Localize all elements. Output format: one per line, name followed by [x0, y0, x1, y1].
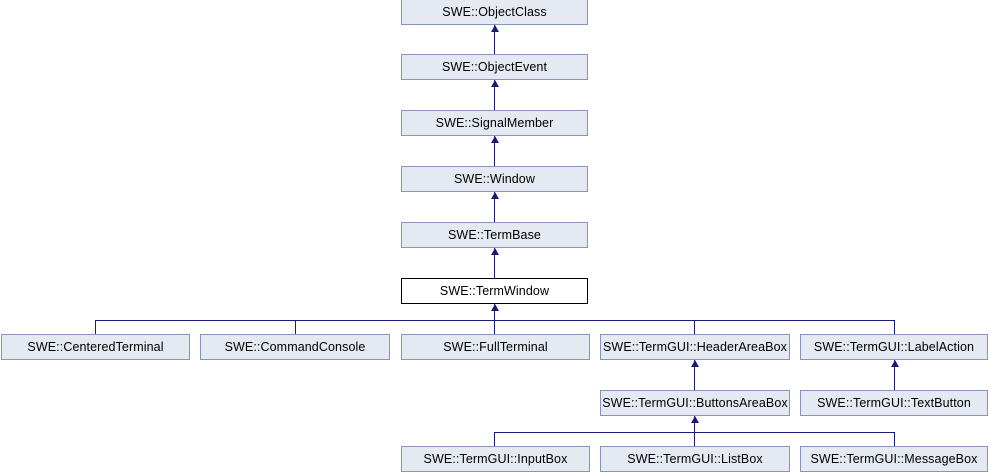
class-node-label: SWE::Window	[454, 171, 535, 186]
class-node-textbutton[interactable]: SWE::TermGUI::TextButton	[800, 390, 988, 416]
edge-drop-inputbox	[494, 432, 495, 446]
edge-bus-stem-termwindow	[494, 304, 495, 320]
arrowhead-labelaction	[891, 360, 899, 367]
edge-textbutton-to-labelaction	[894, 360, 895, 390]
class-node-label: SWE::TermGUI::TextButton	[817, 395, 971, 410]
class-node-centeredterminal[interactable]: SWE::CenteredTerminal	[1, 334, 190, 360]
arrowhead-objectclass	[491, 25, 499, 32]
class-node-label: SWE::TermGUI::HeaderAreaBox	[602, 339, 787, 354]
class-node-label: SWE::SignalMember	[435, 115, 554, 130]
class-node-objectevent[interactable]: SWE::ObjectEvent	[401, 54, 588, 80]
edge-termbase-to-window	[494, 192, 495, 222]
class-node-termwindow-current[interactable]: SWE::TermWindow	[401, 278, 588, 304]
edge-buttonsareabox-to-headerareabox	[694, 360, 695, 390]
class-node-labelaction[interactable]: SWE::TermGUI::LabelAction	[800, 334, 988, 360]
class-node-termbase[interactable]: SWE::TermBase	[401, 222, 588, 248]
class-node-label: SWE::ObjectEvent	[441, 59, 548, 74]
edge-signalmember-to-objectevent	[494, 80, 495, 110]
edge-objectevent-to-objectclass	[494, 25, 495, 54]
class-node-label: SWE::ObjectClass	[442, 4, 547, 19]
class-node-label: SWE::TermGUI::InputBox	[423, 451, 568, 466]
arrowhead-window	[491, 192, 499, 199]
class-node-objectclass[interactable]: SWE::ObjectClass	[401, 0, 588, 25]
class-node-label: SWE::TermBase	[448, 227, 541, 242]
class-node-signalmember[interactable]: SWE::SignalMember	[401, 110, 588, 136]
arrowhead-headerareabox	[691, 360, 699, 367]
class-node-label: SWE::TermWindow	[439, 283, 550, 298]
edge-drop-commandconsole	[295, 320, 296, 334]
edge-bus-termwindow-children	[95, 320, 895, 321]
edge-drop-headerareabox	[694, 320, 695, 334]
arrowhead-buttonsareabox	[691, 416, 699, 423]
arrowhead-termwindow	[491, 304, 499, 311]
class-node-headerareabox[interactable]: SWE::TermGUI::HeaderAreaBox	[600, 334, 790, 360]
edge-drop-listbox	[694, 432, 695, 446]
edge-bus-stem-buttonsareabox	[694, 416, 695, 432]
class-node-buttonsareabox[interactable]: SWE::TermGUI::ButtonsAreaBox	[600, 390, 790, 416]
edge-window-to-signalmember	[494, 136, 495, 166]
class-node-commandconsole[interactable]: SWE::CommandConsole	[200, 334, 390, 360]
class-node-listbox[interactable]: SWE::TermGUI::ListBox	[600, 446, 790, 472]
arrowhead-objectevent	[491, 80, 499, 87]
edge-termwindow-to-termbase	[494, 248, 495, 278]
class-node-label: SWE::TermGUI::ListBox	[627, 451, 763, 466]
edge-drop-messagebox	[894, 432, 895, 446]
class-node-label: SWE::CommandConsole	[224, 339, 366, 354]
arrowhead-signalmember	[491, 136, 499, 143]
class-node-label: SWE::TermGUI::LabelAction	[813, 339, 975, 354]
class-node-label: SWE::TermGUI::MessageBox	[810, 451, 978, 466]
class-node-messagebox[interactable]: SWE::TermGUI::MessageBox	[800, 446, 988, 472]
edge-drop-fullterminal	[494, 320, 495, 334]
arrowhead-termbase	[491, 248, 499, 255]
class-node-inputbox[interactable]: SWE::TermGUI::InputBox	[401, 446, 590, 472]
edge-drop-centeredterminal	[95, 320, 96, 334]
class-node-label: SWE::CenteredTerminal	[27, 339, 164, 354]
edge-drop-labelaction	[894, 320, 895, 334]
class-node-label: SWE::FullTerminal	[443, 339, 548, 354]
class-node-window[interactable]: SWE::Window	[401, 166, 588, 192]
class-node-fullterminal[interactable]: SWE::FullTerminal	[401, 334, 590, 360]
class-node-label: SWE::TermGUI::ButtonsAreaBox	[602, 395, 788, 410]
